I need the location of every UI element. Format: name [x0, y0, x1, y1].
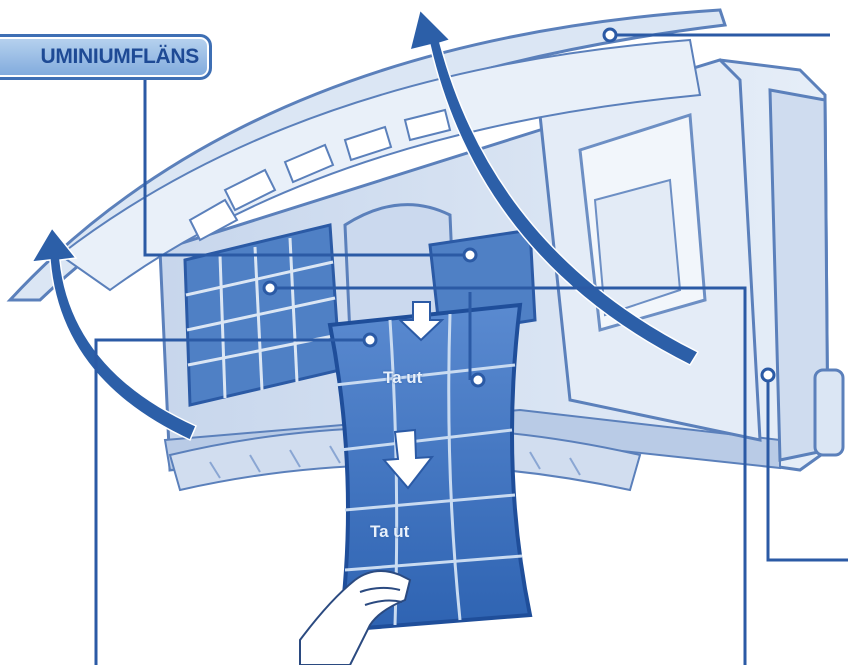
aluminium-fin-label: UMINIUMFLÄNS: [0, 34, 212, 80]
front-panel: [6, 8, 728, 302]
filter-upper-text: Ta ut: [383, 368, 423, 387]
callout-dots: [262, 27, 776, 388]
lift-arrows: [30, 8, 700, 442]
filter-lower-text: Ta ut: [370, 522, 410, 541]
hand-illustration: [299, 570, 412, 666]
unit-body: [158, 58, 845, 492]
callout-lines: [94, 33, 848, 665]
aluminium-fin-label-text: UMINIUMFLÄNS: [40, 45, 199, 68]
